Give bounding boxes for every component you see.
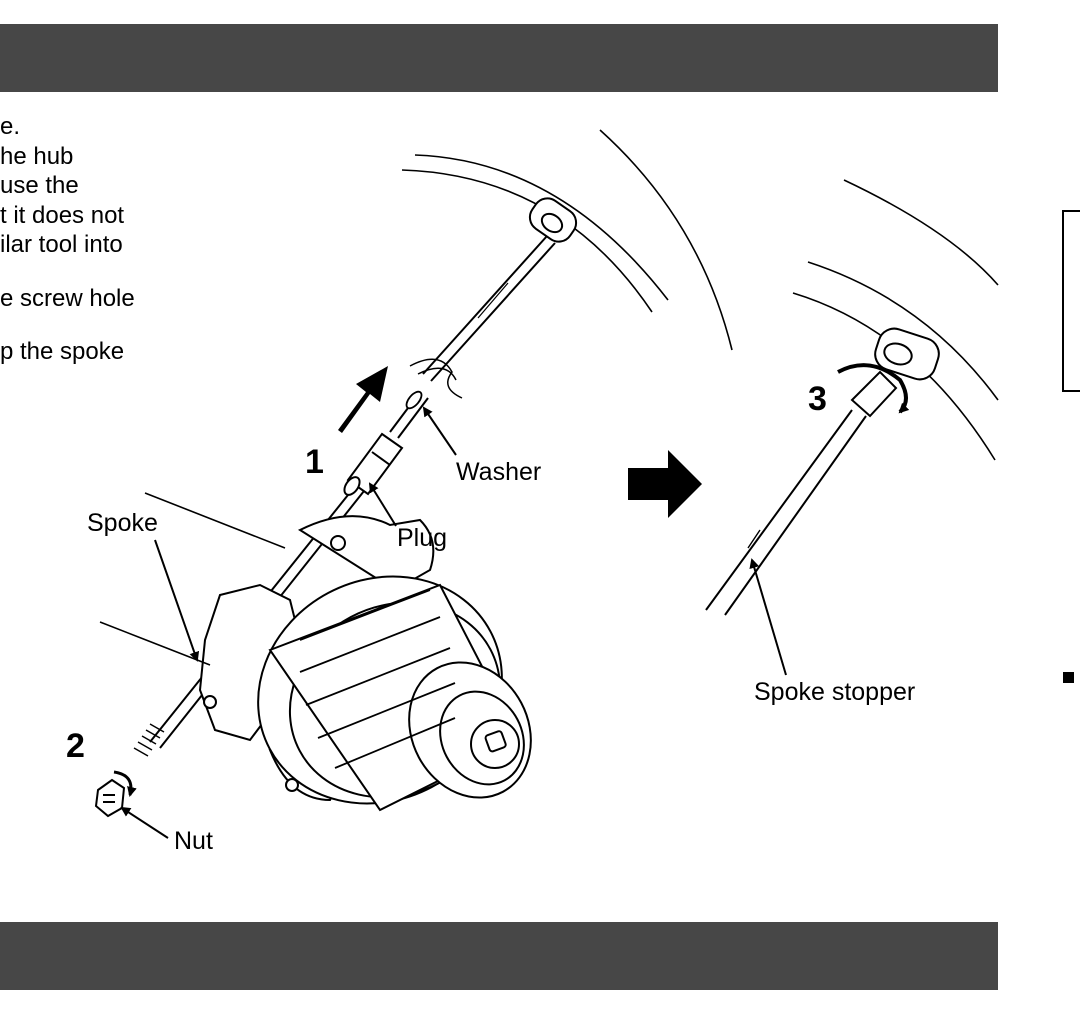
washer-label: Washer [456,458,541,486]
leader-arrows [120,406,457,839]
instruction-line: use the [0,172,79,199]
side-note-frame [1062,210,1080,392]
instruction-line: e screw hole [0,284,135,312]
spoke-break-mark [409,358,463,399]
spoke-replacement-illustration: Spoke Plug Washer Nut 1 2 3 Spoke stoppe… [66,129,999,855]
spoke-threads [133,723,165,757]
section-header-bar-bottom [0,922,998,990]
washer [405,390,423,410]
freehub-splines [299,589,456,769]
instruction-line: ilar tool into [0,231,123,258]
instruction-line: p the spoke [0,338,125,365]
instruction-line: he hub [0,142,74,170]
instruction-text: e. he hub use the t it does not ilar too… [0,112,135,367]
step-number-3: 3 [808,380,827,418]
step-number-2: 2 [66,727,85,765]
step-number-1: 1 [305,443,324,481]
direction-arrow-1 [338,366,388,433]
plug-label: Plug [397,524,447,552]
spoke-nipple-head [528,197,578,243]
spoke-stopper-leader [749,558,787,676]
spoke-upper [422,235,556,382]
transition-arrow [628,450,702,518]
instruction-line: e. [0,113,21,140]
nut [94,778,126,818]
hub [198,515,532,812]
spoke-stopper-label: Spoke stopper [754,678,915,706]
rotation-arrow-3 [837,363,910,414]
instruction-line: t it does not [0,201,125,229]
nut-label: Nut [174,827,213,855]
spoke-installed [705,409,867,616]
rim-right [792,179,999,461]
plug [343,432,404,496]
spoke-nipple-installed [850,327,940,418]
bullet-marker [1063,672,1074,683]
section-header-bar-top [0,24,998,92]
spoke-label: Spoke [87,509,158,537]
nut-rotation-arrow [113,770,137,797]
